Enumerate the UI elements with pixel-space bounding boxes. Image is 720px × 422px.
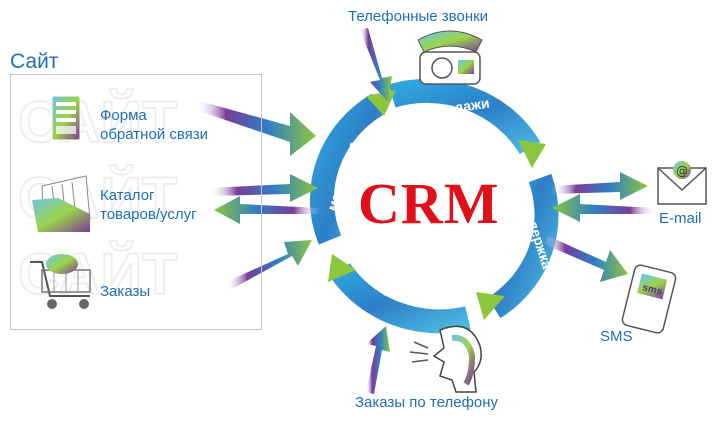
ring-arrowhead-management — [328, 254, 356, 282]
arrow-site-to-crm — [210, 174, 318, 202]
channel-email-label: E-mail — [659, 210, 702, 227]
arrow-crm-to-catalog — [214, 196, 320, 224]
flow-arrows — [196, 28, 656, 394]
arrow-email-to-crm — [552, 194, 656, 222]
ring-arc-marketing — [309, 93, 385, 245]
site-item-catalog-label: Каталог товаров/услуг — [100, 187, 197, 223]
site-box — [10, 74, 262, 330]
site-watermark: САЙТ САЙТ САЙТ — [17, 89, 178, 308]
site-item-orders-label: Заказы — [100, 283, 151, 300]
arrow-crm-to-email — [552, 172, 648, 200]
telephone-icon — [417, 30, 483, 85]
ring-arc-sales — [388, 78, 541, 155]
catalog-folder-icon — [32, 175, 91, 232]
watermark-3: САЙТ — [18, 242, 177, 307]
svg-text:sms: sms — [641, 282, 664, 298]
svg-text:@: @ — [676, 164, 688, 178]
site-title: Сайт — [10, 50, 59, 73]
watermark-1: САЙТ — [18, 90, 177, 155]
speaking-head-icon — [409, 325, 482, 393]
channel-phone-orders-label: Заказы по телефону — [355, 394, 499, 411]
form-document-icon — [51, 95, 81, 141]
arrow-form-to-crm — [196, 100, 316, 156]
envelope-icon: @ — [657, 161, 707, 205]
arrow-phone-orders-to-crm — [366, 326, 390, 394]
arrow-crm-to-sms — [544, 236, 628, 282]
ring-arrowhead-support — [476, 292, 505, 320]
channel-sms-label: SMS — [600, 328, 633, 345]
ring-arrowhead-sales — [518, 140, 546, 168]
mobile-phone-icon: sms — [621, 264, 677, 334]
arrow-calls-to-crm — [360, 28, 392, 102]
ring-arc-support — [487, 173, 559, 319]
arrow-orders-to-crm — [226, 240, 312, 290]
channel-phone-calls-label: Телефонные звонки — [348, 8, 489, 25]
shopping-cart-icon — [30, 254, 91, 309]
crm-center-label: CRM — [358, 171, 500, 236]
ring-arc-management — [330, 263, 471, 334]
site-item-form-label: Форма обратной связи — [100, 107, 209, 143]
